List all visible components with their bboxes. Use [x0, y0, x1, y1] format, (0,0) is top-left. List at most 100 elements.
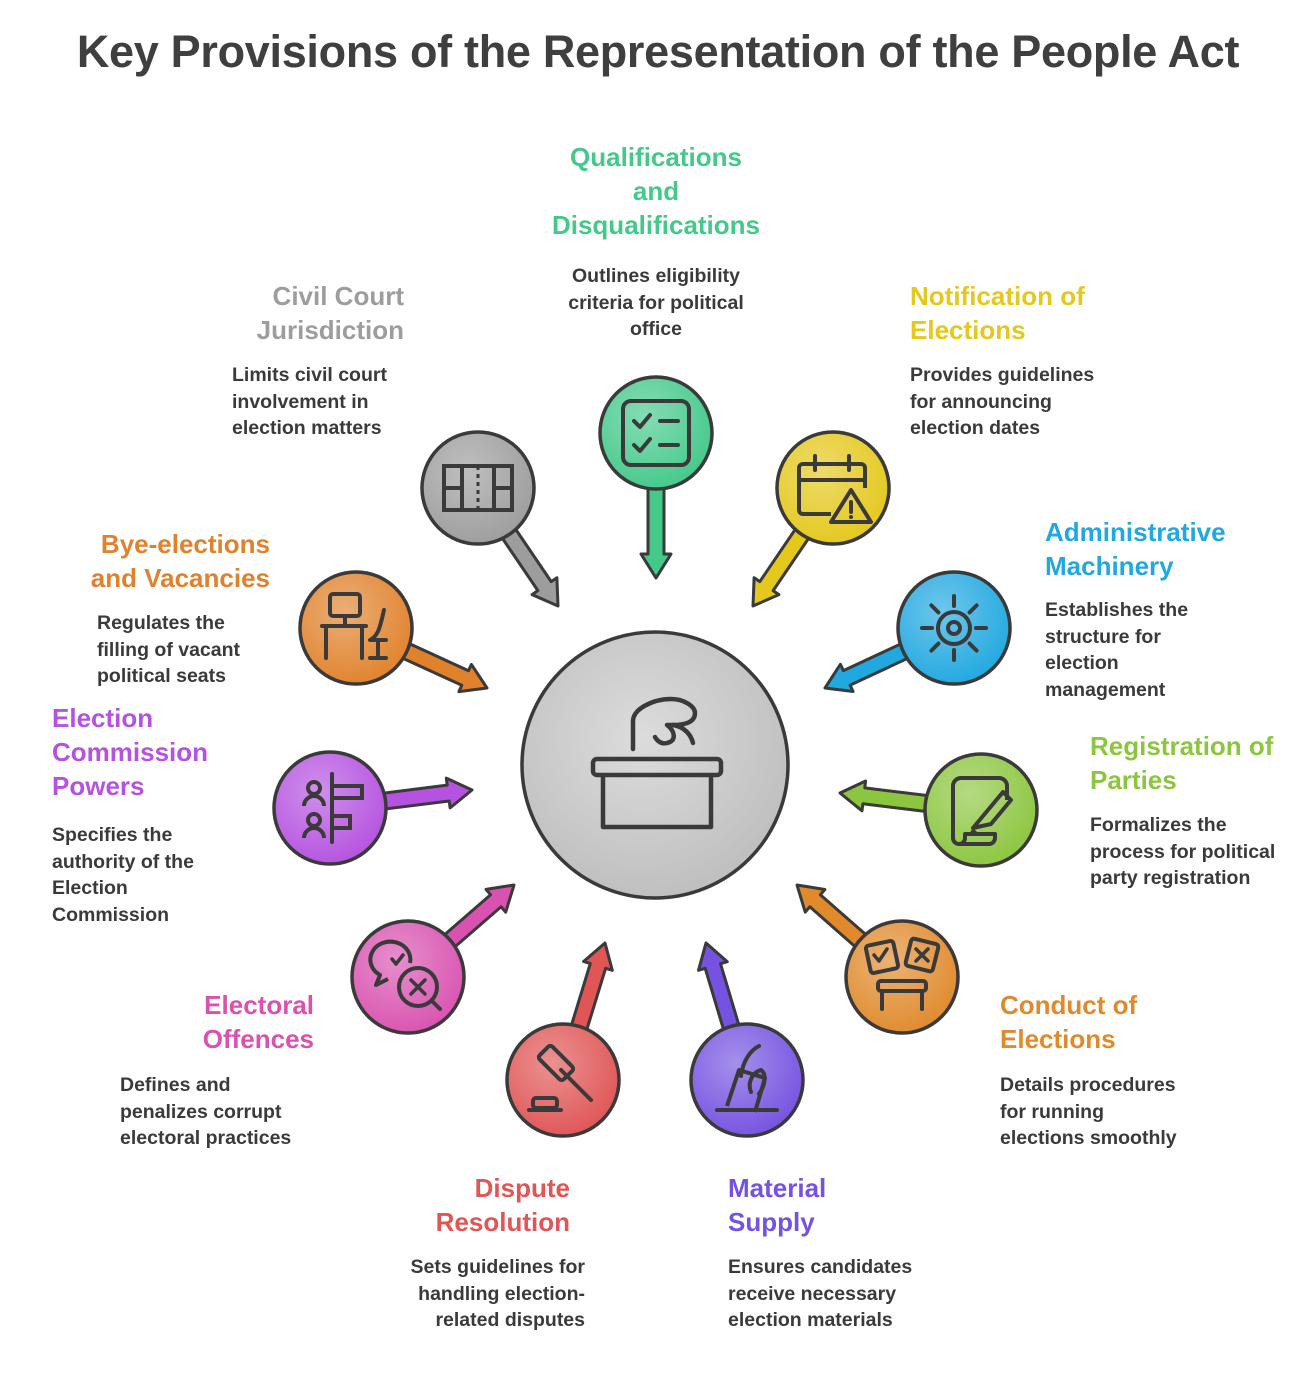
- calendar-warning-icon: [797, 454, 873, 524]
- description-line: Formalizes the: [1090, 814, 1227, 836]
- description-line: Regulates the: [97, 612, 225, 634]
- description-line: Ensures candidates: [728, 1256, 913, 1278]
- node-bye: [298, 570, 414, 686]
- description-line: Limits civil court: [232, 364, 387, 386]
- label-line: Electoral: [204, 990, 314, 1020]
- diagram-title: Key Provisions of the Representation of …: [76, 26, 1240, 77]
- description-administrative: Establishes the structure for election mana…: [1045, 597, 1285, 703]
- description-line: election dates: [910, 417, 1041, 439]
- label-line: Qualifications: [570, 142, 742, 172]
- arrow-dispute: [568, 941, 614, 1036]
- arrow-civil: [497, 523, 560, 608]
- label-line: and: [632, 176, 680, 206]
- arrow-bye: [396, 640, 489, 694]
- gear-icon: [920, 594, 988, 662]
- node-registration: [923, 752, 1039, 868]
- label-line: Resolution: [435, 1207, 570, 1237]
- description-line: Election: [52, 877, 128, 899]
- label-line: Supply: [728, 1207, 815, 1237]
- description-line: criteria for political: [568, 291, 744, 314]
- label-line: Powers: [52, 771, 145, 801]
- description-civil: Limits civil court involvement in election…: [232, 362, 472, 442]
- description-line: Specifies the: [52, 824, 173, 846]
- arrow-commission: [377, 776, 474, 812]
- description-line: filling of vacant: [97, 638, 241, 661]
- label-line: Commission: [52, 737, 209, 767]
- node-qualifications: [598, 375, 714, 491]
- node-material: [689, 1022, 805, 1138]
- arrow-offences: [439, 883, 516, 952]
- center-node: [520, 630, 790, 900]
- label-line: Notification of: [910, 281, 1085, 311]
- description-line: Establishes the: [1045, 599, 1189, 621]
- label-line: Civil Court: [272, 281, 404, 311]
- ballot-box-icon: [590, 696, 724, 830]
- description-line: structure for: [1045, 625, 1161, 648]
- description-line: related disputes: [435, 1309, 585, 1331]
- description-line: elections smoothly: [1000, 1127, 1177, 1149]
- arrow-registration: [838, 779, 934, 814]
- description-line: management: [1045, 678, 1166, 701]
- label-line: Dispute: [474, 1173, 570, 1203]
- arrow-administrative: [823, 640, 914, 693]
- node-notification: [775, 430, 891, 546]
- label-line: Administrative: [1045, 517, 1226, 547]
- label-line: Offences: [202, 1024, 314, 1054]
- checklist-icon: [621, 399, 691, 467]
- hand-ballot-icon: [715, 1044, 779, 1113]
- document-pen-icon: [951, 776, 1013, 846]
- label-line: Elections: [910, 315, 1026, 345]
- description-line: Details procedures: [1000, 1074, 1176, 1096]
- gavel-icon: [527, 1043, 593, 1112]
- node-dispute: [505, 1022, 621, 1138]
- arrow-qualifications: [639, 481, 673, 580]
- description-line: penalizes corrupt: [120, 1100, 282, 1123]
- description-notification: Provides guidelines for announcing electio…: [910, 362, 1170, 442]
- description-line: party registration: [1090, 867, 1251, 889]
- description-line: for announcing: [910, 390, 1052, 413]
- description-line: election materials: [728, 1309, 893, 1331]
- label-line: Machinery: [1045, 551, 1174, 581]
- node-offences: [350, 919, 466, 1035]
- label-line: Conduct of: [1000, 990, 1138, 1020]
- arrow-conduct: [795, 883, 872, 952]
- description-line: authority of the: [52, 850, 194, 873]
- description-conduct: Details procedures for running elections s…: [1000, 1072, 1260, 1152]
- description-line: involvement in: [232, 390, 369, 413]
- node-conduct: [844, 919, 960, 1035]
- node-civil: [420, 430, 536, 546]
- speech-bubbles-icon: [368, 939, 442, 1011]
- description-line: election matters: [232, 417, 382, 439]
- desk-chair-icon: [320, 592, 388, 660]
- label-line: Elections: [1000, 1024, 1116, 1054]
- label-line: Material: [728, 1173, 827, 1203]
- description-line: electoral practices: [120, 1127, 292, 1149]
- court-grid-icon: [442, 464, 514, 512]
- description-line: process for political: [1090, 840, 1276, 863]
- description-line: for running: [1000, 1100, 1104, 1123]
- description-line: election: [1045, 652, 1119, 674]
- label-line: Registration of: [1090, 731, 1274, 761]
- label-line: Disqualifications: [551, 210, 761, 240]
- description-registration: Formalizes the process for political party…: [1090, 812, 1316, 892]
- arrow-material: [697, 941, 742, 1036]
- label-notification: Notification of Elections: [910, 279, 1170, 347]
- label-line: Jurisdiction: [256, 315, 404, 345]
- description-line: handling election-: [418, 1282, 585, 1305]
- description-line: Commission: [52, 903, 170, 926]
- description-line: Provides guidelines: [910, 364, 1095, 386]
- people-chart-icon: [302, 772, 364, 844]
